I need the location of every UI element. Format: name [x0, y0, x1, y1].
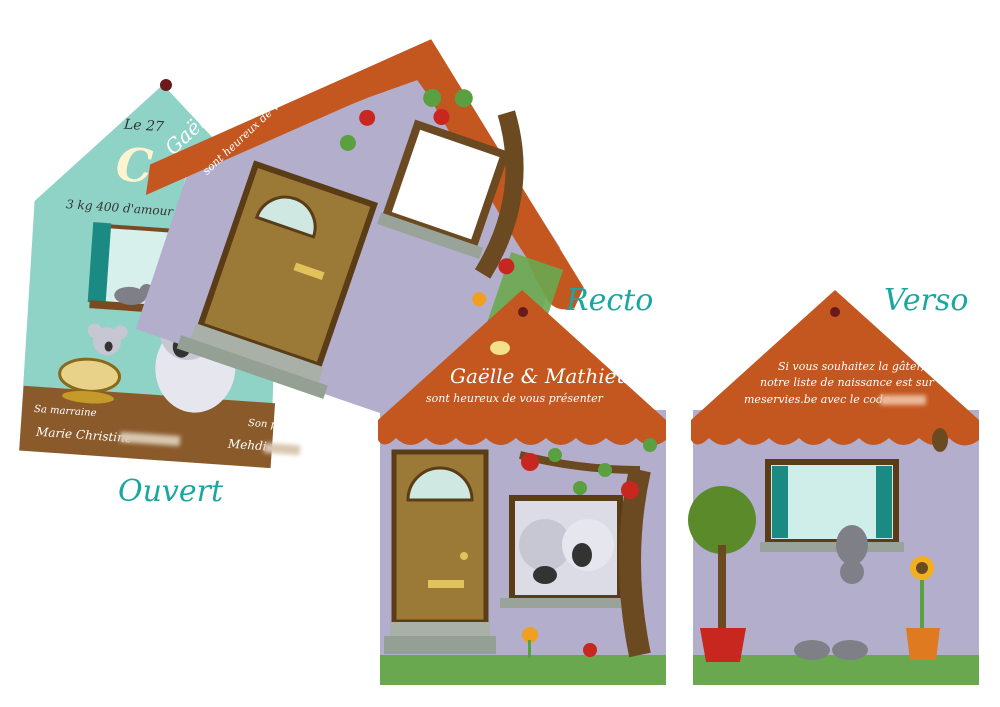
- verso-code-redacted: [880, 395, 926, 405]
- pin-verso: [830, 307, 840, 317]
- pin-recto: [518, 307, 528, 317]
- label-verso: Verso: [884, 283, 969, 318]
- verso-line1: Si vous souhaitez la gâter,: [778, 360, 924, 373]
- label-ouvert: Ouvert: [118, 474, 224, 509]
- verso-line3: meservies.be avec le code: [744, 393, 890, 406]
- recto-names: Gaëlle & Mathieu: [450, 364, 630, 388]
- pin-open-cover: [160, 79, 172, 91]
- label-recto: Recto: [566, 283, 654, 318]
- verso-line2: notre liste de naissance est sur: [760, 376, 934, 389]
- recto-subtitle: sont heureux de vous présenter: [426, 392, 603, 405]
